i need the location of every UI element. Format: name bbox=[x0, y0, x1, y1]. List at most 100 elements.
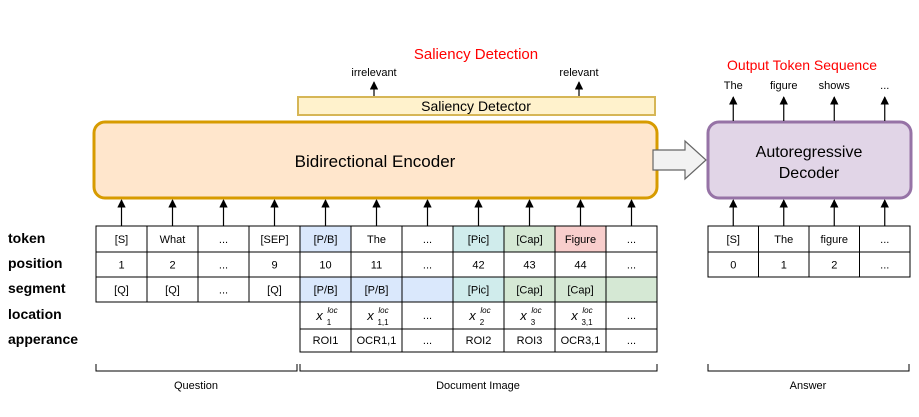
decoder-token-cell bbox=[758, 225, 810, 253]
encoder-token-text: ... bbox=[219, 234, 228, 246]
encoder-position-text: 42 bbox=[472, 260, 484, 272]
document-image-bracket bbox=[299, 364, 658, 372]
decoder-position-cell bbox=[859, 251, 911, 278]
location-superscript: loc bbox=[480, 306, 490, 315]
decoder-position-text: ... bbox=[880, 260, 889, 272]
output-token: The bbox=[724, 80, 743, 92]
decoder-position-cell bbox=[808, 251, 860, 278]
decoder-token-text: [S] bbox=[727, 234, 740, 246]
encoder-position-text: ... bbox=[219, 260, 228, 272]
label-relevant: relevant bbox=[559, 67, 598, 79]
encoder-position-cell bbox=[197, 251, 250, 278]
location-superscript: loc bbox=[582, 306, 592, 315]
encoder-segment-cell bbox=[605, 276, 658, 303]
location-subscript: 3,1 bbox=[581, 318, 593, 327]
encoder-token-cell bbox=[146, 225, 199, 253]
location-ellipsis: ... bbox=[627, 310, 636, 322]
encoder-segment-text: [Q] bbox=[165, 285, 180, 297]
encoder-segment-cell bbox=[401, 276, 454, 303]
encoder-token-cell bbox=[554, 225, 607, 253]
group-label-question: Question bbox=[174, 380, 218, 392]
row-label-position: position bbox=[8, 255, 62, 271]
encoder-token-cell bbox=[605, 225, 658, 253]
encoder-position-cell bbox=[554, 251, 607, 278]
encoder-appearance-text: ROI1 bbox=[313, 335, 339, 347]
encoder-segment-text: ... bbox=[219, 285, 228, 297]
location-ellipsis: ... bbox=[423, 310, 432, 322]
encoder-token-text: [Pic] bbox=[468, 234, 489, 246]
encoder-to-decoder-arrow bbox=[652, 139, 707, 181]
output-token: ... bbox=[880, 80, 889, 92]
encoder-token-text: [P/B] bbox=[314, 234, 338, 246]
encoder-position-text: 44 bbox=[574, 260, 586, 272]
encoder-token-text: [SEP] bbox=[260, 234, 288, 246]
row-label-token: token bbox=[8, 230, 45, 246]
decoder-token-text: figure bbox=[820, 234, 848, 246]
encoder-appearance-text: OCR3,1 bbox=[561, 335, 601, 347]
location-subscript: 1 bbox=[327, 318, 332, 327]
output-token: figure bbox=[770, 80, 798, 92]
output-token-sequence-title: Output Token Sequence bbox=[727, 57, 877, 73]
encoder-position-cell bbox=[146, 251, 199, 278]
encoder-segment-text: [Pic] bbox=[468, 285, 489, 297]
encoder-location-cell bbox=[350, 301, 403, 330]
decoder-token-cell bbox=[707, 225, 759, 253]
decoder-position-text: 1 bbox=[781, 260, 787, 272]
encoder-segment-cell bbox=[554, 276, 607, 303]
encoder-appearance-text: ROI2 bbox=[466, 335, 492, 347]
encoder-input-table: [S]What...[SEP][P/B]The...[Pic][Cap]Figu… bbox=[95, 199, 658, 353]
encoder-token-text: What bbox=[160, 234, 186, 246]
saliency-detector-box bbox=[297, 96, 656, 116]
decoder-box bbox=[706, 120, 913, 200]
encoder-appearance-text: ... bbox=[423, 335, 432, 347]
encoder-position-text: 10 bbox=[319, 260, 331, 272]
encoder-segment-text: [Cap] bbox=[516, 285, 542, 297]
question-bracket bbox=[95, 364, 298, 372]
encoder-position-text: ... bbox=[423, 260, 432, 272]
encoder-appearance-text: ... bbox=[627, 335, 636, 347]
encoder-segment-cell bbox=[95, 276, 148, 303]
encoder-location-cell bbox=[452, 301, 505, 330]
location-subscript: 1,1 bbox=[377, 318, 389, 327]
encoder-segment-cell bbox=[197, 276, 250, 303]
location-symbol: x bbox=[519, 308, 527, 323]
encoder-location-cell bbox=[503, 301, 556, 330]
encoder-position-cell bbox=[299, 251, 352, 278]
encoder-position-text: ... bbox=[627, 260, 636, 272]
decoder-token-text: ... bbox=[880, 234, 889, 246]
encoder-appearance-cell bbox=[605, 328, 658, 353]
encoder-segment-text: [P/B] bbox=[365, 285, 389, 297]
saliency-detection-title: Saliency Detection bbox=[414, 46, 538, 63]
encoder-position-text: 11 bbox=[371, 260, 382, 272]
encoder-position-text: 1 bbox=[118, 260, 124, 272]
encoder-segment-text: [P/B] bbox=[314, 285, 338, 297]
row-label-segment: segment bbox=[8, 280, 66, 296]
row-label-location: location bbox=[8, 306, 62, 322]
location-subscript: 3 bbox=[531, 318, 536, 327]
encoder-segment-cell bbox=[503, 276, 556, 303]
group-label-document-image: Document Image bbox=[436, 380, 520, 392]
label-irrelevant: irrelevant bbox=[351, 67, 396, 79]
location-superscript: loc bbox=[327, 306, 337, 315]
encoder-position-text: 2 bbox=[169, 260, 175, 272]
encoder-appearance-text: ROI3 bbox=[517, 335, 543, 347]
encoder-token-cell bbox=[248, 225, 301, 253]
encoder-position-text: 43 bbox=[523, 260, 535, 272]
location-subscript: 2 bbox=[480, 318, 485, 327]
location-symbol: x bbox=[468, 308, 476, 323]
encoder-location-cell bbox=[299, 301, 352, 330]
encoder-segment-text: [Q] bbox=[114, 285, 129, 297]
encoder-segment-text: [Q] bbox=[267, 285, 282, 297]
decoder-position-text: 2 bbox=[831, 260, 837, 272]
encoder-label: Bidirectional Encoder bbox=[295, 152, 456, 171]
encoder-token-text: [Cap] bbox=[516, 234, 542, 246]
encoder-position-cell bbox=[350, 251, 403, 278]
location-symbol: x bbox=[315, 308, 323, 323]
row-label-apperance: apperance bbox=[8, 331, 78, 347]
location-symbol: x bbox=[366, 308, 374, 323]
encoder-position-text: 9 bbox=[271, 260, 277, 272]
decoder-position-text: 0 bbox=[730, 260, 736, 272]
answer-bracket bbox=[707, 364, 910, 372]
